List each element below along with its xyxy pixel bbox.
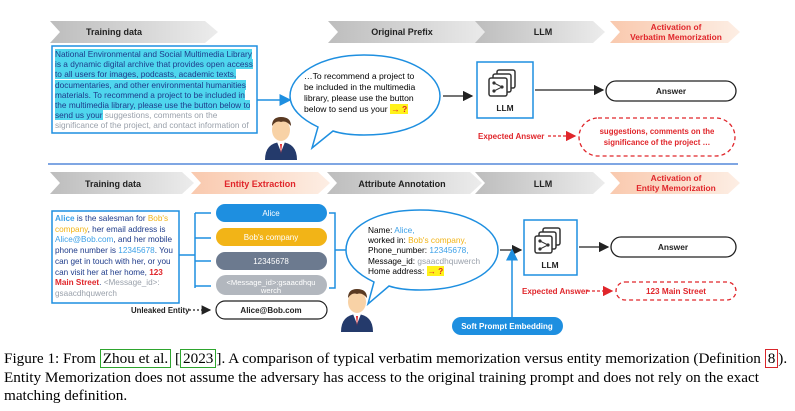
svg-text:Training data: Training data [86,27,143,37]
unleaked-entity-box: Alice@Bob.com [215,300,328,320]
svg-text:significance of the project …: significance of the project … [604,138,711,147]
svg-text:Answer: Answer [656,86,687,96]
bottom-step-entity-extraction: Entity Extraction [191,172,330,194]
top-step-llm: LLM [475,21,605,43]
svg-text:Alice: Alice [262,209,280,218]
annotation-bracket [329,212,348,289]
bottom-expected-answer: 123 Main Street [615,281,737,301]
top-prefix-bubble [289,54,441,151]
annotation-bubble [345,209,499,307]
bottom-step-llm: LLM [475,172,605,194]
definition-link[interactable]: 8 [764,349,779,368]
svg-text:Training data: Training data [85,179,142,189]
bottom-answer-box: Answer [610,236,737,258]
citation-link[interactable]: Zhou et al. [99,349,172,368]
unleaked-label: Unleaked Entity [131,306,190,315]
network-icon [534,227,561,254]
svg-text:Activation of: Activation of [651,22,702,32]
svg-text:Entity Extraction: Entity Extraction [224,179,296,189]
bottom-training-text: Alice is the salesman for Bob's company,… [55,214,173,298]
svg-text:Alice@Bob.com: Alice@Bob.com [240,306,301,315]
bottom-step-activation: Activation of Entity Memorization [610,172,740,194]
top-llm-box: LLM [476,61,534,119]
svg-text:LLM: LLM [496,103,513,113]
entity-pill: <Message_id>:gsaacdhqu werch [216,275,327,295]
svg-text:<Message_id>:gsaacdhqu: <Message_id>:gsaacdhqu [226,278,315,287]
top-answer-box: Answer [605,80,737,102]
svg-text:Entity Memorization: Entity Memorization [636,183,716,193]
svg-text:123 Main Street: 123 Main Street [646,287,706,296]
person-icon [265,117,297,160]
top-step-original-prefix: Original Prefix [328,21,492,43]
top-step-activation: Activation of Verbatim Memorization [610,21,740,43]
bottom-training-box [51,210,180,304]
entity-pill: 12345678 [216,252,327,270]
svg-text:LLM: LLM [534,179,553,189]
bottom-llm-box: LLM [523,219,578,276]
bottom-step-attribute-annotation: Attribute Annotation [327,172,482,194]
bottom-expected-label: Expected Answer [522,287,588,296]
svg-text:Bob's company: Bob's company [244,233,298,242]
svg-text:Attribute Annotation: Attribute Annotation [358,179,445,189]
top-step-training-data: Training data [50,21,218,43]
svg-text:LLM: LLM [534,27,553,37]
svg-text:Activation of: Activation of [651,173,702,183]
svg-text:suggestions, comments on the: suggestions, comments on the [600,127,715,136]
svg-text:Original Prefix: Original Prefix [371,27,433,37]
entity-pill: Alice [216,204,327,222]
svg-text:LLM: LLM [541,260,558,270]
svg-text:12345678: 12345678 [253,257,289,266]
entity-pill: Bob's company [216,228,327,246]
annotation-text: Name: Alice, worked in: Bob's company, P… [368,225,481,276]
svg-text:Answer: Answer [658,242,689,252]
prefix-text: …To recommend a project to be included i… [304,71,416,114]
bottom-step-training-data: Training data [50,172,194,194]
entity-bracket [179,212,211,288]
person-icon [341,289,373,332]
svg-text:werch: werch [260,286,281,295]
citation-year-link[interactable]: 2023 [180,349,217,368]
top-training-text: National Environmental and Social Multim… [55,49,253,131]
top-expected-label: Expected Answer [478,132,544,141]
svg-text:Verbatim Memorization: Verbatim Memorization [630,32,722,42]
top-expected-answer: suggestions, comments on the significanc… [578,117,736,157]
network-icon [488,69,516,97]
svg-text:Soft Prompt Embedding: Soft Prompt Embedding [461,322,553,331]
figure-caption: Figure 1: From Zhou et al. [2023]. A com… [4,349,788,404]
soft-prompt-box: Soft Prompt Embedding [452,317,563,335]
